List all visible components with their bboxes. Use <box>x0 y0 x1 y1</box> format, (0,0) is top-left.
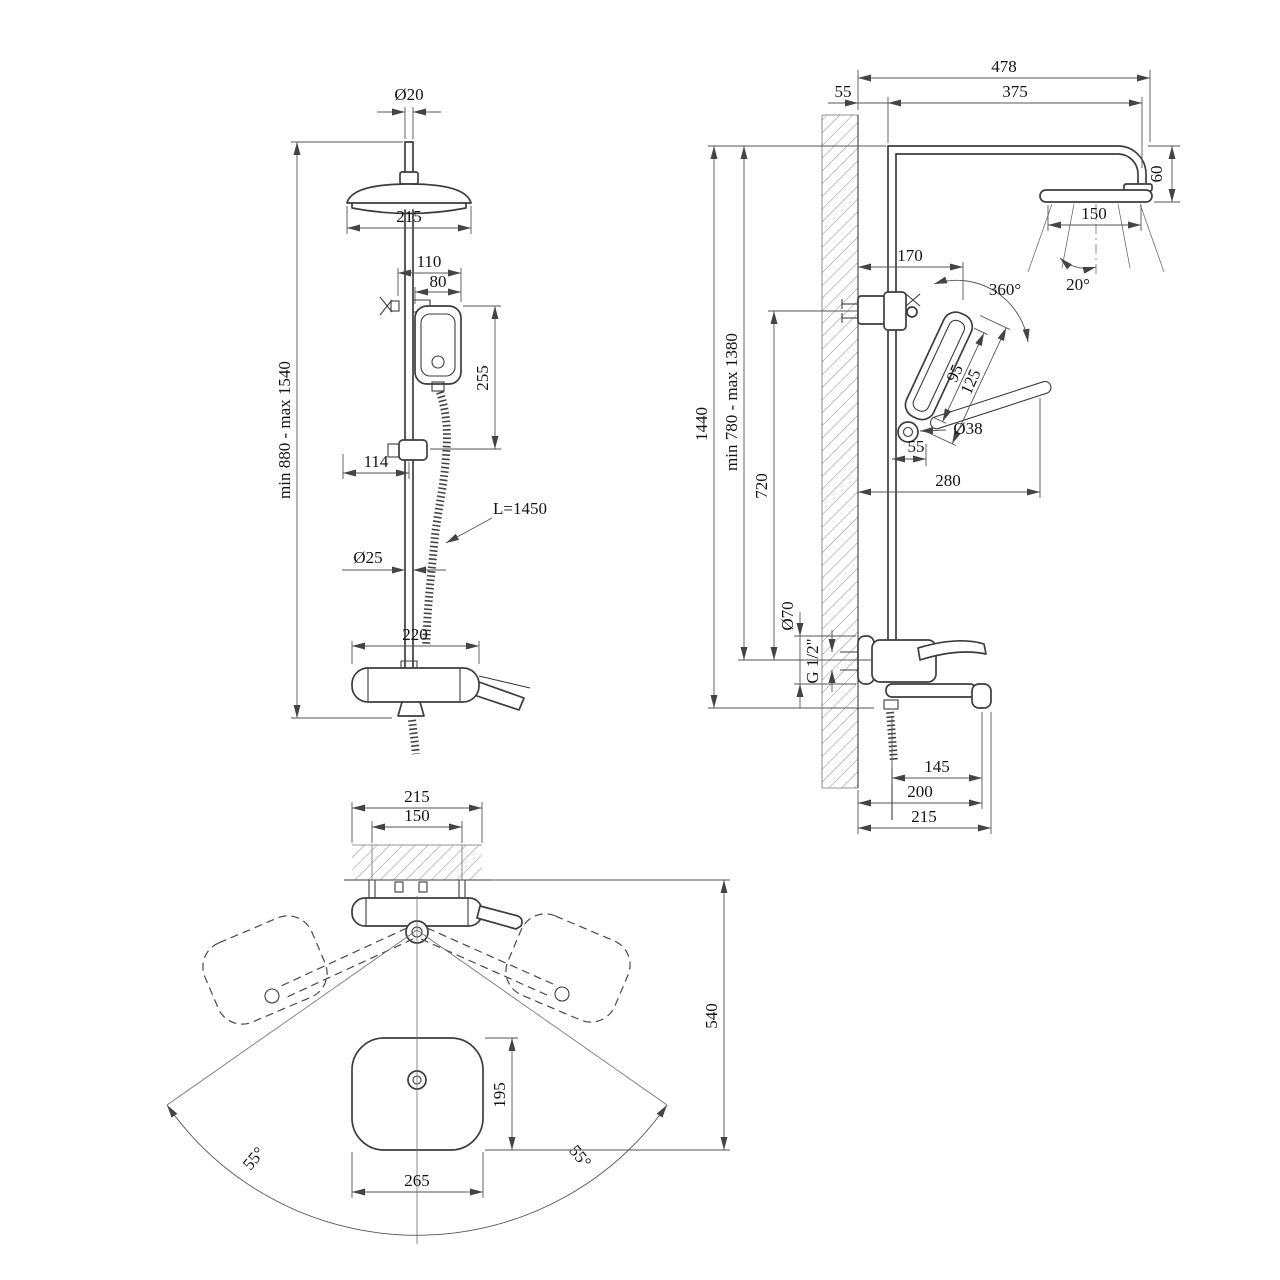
wall-section-side <box>821 114 859 789</box>
dim-pattern-width: 265 <box>404 1171 430 1190</box>
dim-swing-angle-left: 55° <box>239 1143 269 1173</box>
side-view: 95 125 <box>692 57 1180 834</box>
dim-base-width: 215 <box>404 787 430 806</box>
front-view-dimensions <box>291 107 501 719</box>
hand-shower-front <box>379 296 462 392</box>
mixer-front <box>351 660 531 755</box>
dim-wall-offset: 55 <box>835 82 852 101</box>
dim-head-diameter: 215 <box>396 207 422 226</box>
dim-slider-offset: 114 <box>364 452 389 471</box>
handset-holder-side <box>897 421 919 443</box>
dim-handset-height: 255 <box>473 365 492 391</box>
dim-spout-overall: 200 <box>907 782 933 801</box>
dim-swing-angle-right: 55° <box>565 1141 595 1171</box>
dim-bracket-height: 720 <box>752 473 771 499</box>
dim-overall-reach: 478 <box>991 57 1017 76</box>
dim-base-reach: 215 <box>911 807 937 826</box>
overhead-shower-front <box>346 171 472 215</box>
dim-spout-reach: 145 <box>924 757 950 776</box>
dim-inlet-spacing: 150 <box>404 806 430 825</box>
mixer-side <box>840 635 992 820</box>
dim-holder-diameter: Ø38 <box>953 419 982 438</box>
side-view-dimensions <box>708 70 1180 834</box>
dim-handset-reach: 280 <box>935 471 961 490</box>
dim-swing-depth: 540 <box>702 1003 721 1029</box>
dim-column-range: min 780 - max 1380 <box>722 333 741 471</box>
dim-escutcheon-diameter: Ø70 <box>778 601 797 630</box>
dim-holder-offset: 55 <box>908 437 925 456</box>
dim-hose-length: L=1450 <box>493 499 547 518</box>
dim-head-plate: 150 <box>1081 204 1107 223</box>
top-view: 215 150 540 195 265 55° 55° <box>166 787 730 1244</box>
dim-swivel-angle: 360° <box>989 280 1021 299</box>
dim-height-range: min 880 - max 1540 <box>275 361 294 499</box>
shower-column-pipe-side <box>887 145 897 649</box>
dim-bracket-width: 110 <box>417 252 442 271</box>
dim-column-diameter: Ø25 <box>353 548 382 567</box>
dim-overall-height: 1440 <box>692 407 711 441</box>
dim-arm-length: 375 <box>1002 82 1028 101</box>
top-view-dimensions <box>351 802 730 1198</box>
dim-pattern-depth: 195 <box>490 1082 509 1108</box>
hand-shower-rotated-profile <box>929 380 1052 430</box>
dim-top-pipe-diameter: Ø20 <box>394 85 423 104</box>
dim-bracket-reach: 170 <box>897 246 923 265</box>
front-view: Ø20 215 110 80 255 114 L=1450 Ø25 220 mi… <box>275 85 547 755</box>
dim-spray-angle: 20° <box>1066 275 1090 294</box>
spray-pattern-center <box>351 1037 484 1151</box>
swing-arc <box>166 896 668 1244</box>
dim-head-height: 60 <box>1147 166 1166 183</box>
swing-positions <box>202 913 631 1025</box>
shower-hose-front <box>422 390 451 647</box>
shower-column-pipe-front <box>404 141 414 669</box>
diverter-knob-icon <box>379 296 400 316</box>
dim-mixer-width: 220 <box>402 625 428 644</box>
wall-section-top <box>344 844 492 881</box>
dim-handset-a: 95 <box>943 362 967 385</box>
overhead-shower-side <box>1039 183 1153 203</box>
dim-thread: G 1/2" <box>803 638 822 683</box>
slider-bracket-front <box>387 439 428 461</box>
dim-handset-width: 80 <box>430 272 447 291</box>
wall-bracket-side <box>841 291 921 331</box>
mixer-top <box>351 880 523 944</box>
shower-arm-side <box>887 145 1147 185</box>
